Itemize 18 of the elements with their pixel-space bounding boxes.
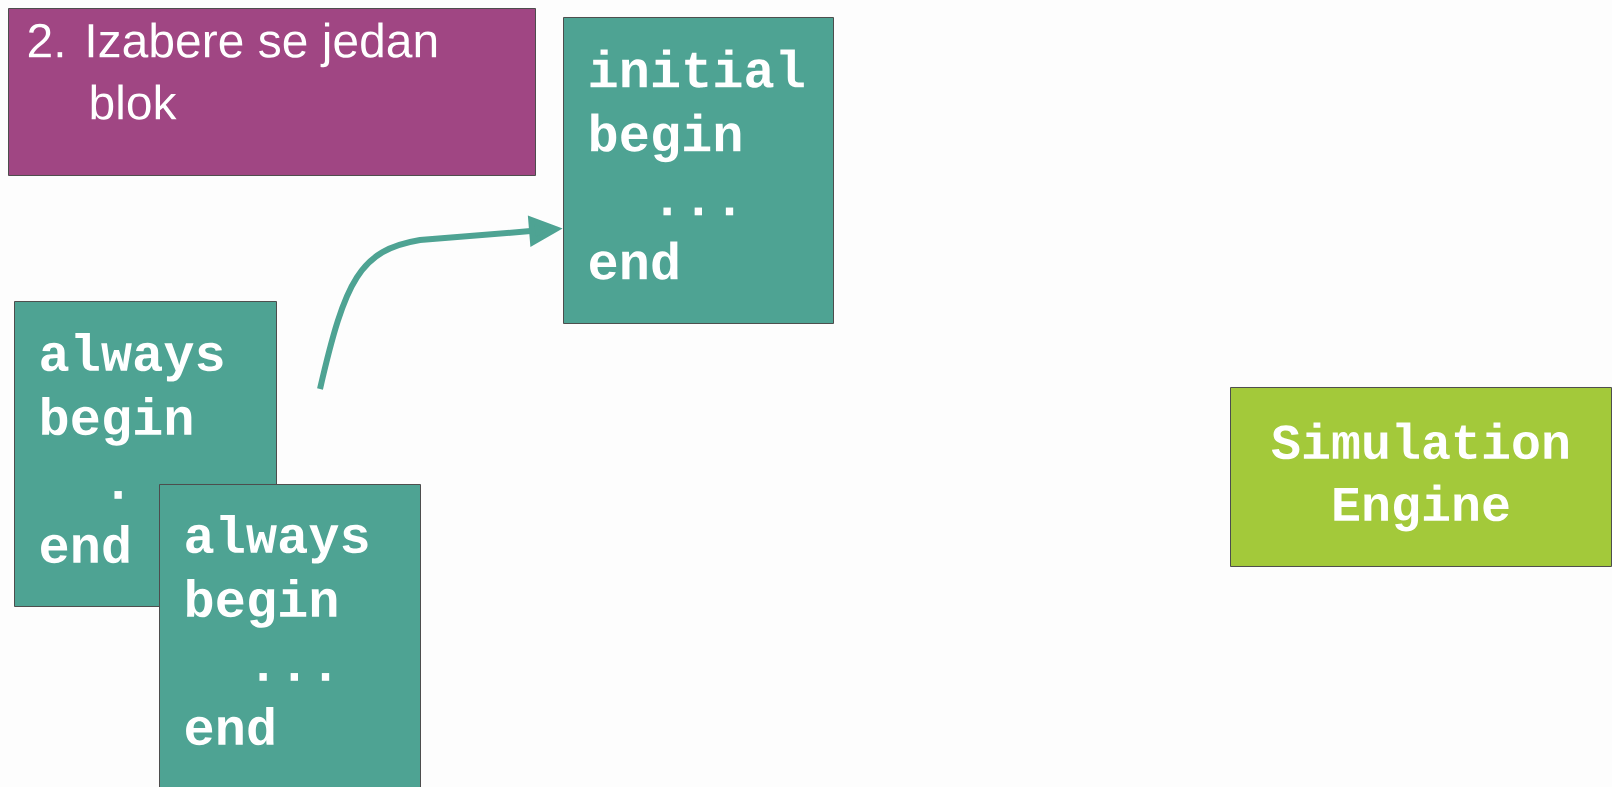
- code-line: always: [186, 515, 368, 564]
- code-block: [563, 17, 834, 324]
- code-line: begin: [187, 579, 337, 628]
- code-line: begin: [591, 113, 741, 163]
- code-line: end: [186, 707, 274, 746]
- code-line: always: [41, 333, 223, 382]
- engine-box: [1230, 387, 1612, 567]
- code-line: ...: [663, 207, 734, 216]
- code-line: .: [114, 491, 122, 499]
- heading-box: [8, 8, 536, 176]
- code-line: begin: [42, 397, 192, 446]
- code-line: end: [41, 525, 129, 564]
- code-line: end: [590, 241, 678, 280]
- code-block: [159, 484, 421, 787]
- heading-text: 2. Izabere se jedan blok: [28, 22, 437, 120]
- code-line: initial: [590, 49, 804, 88]
- code-line: ...: [259, 673, 330, 681]
- engine-label: Simulation Engine: [1271, 422, 1568, 532]
